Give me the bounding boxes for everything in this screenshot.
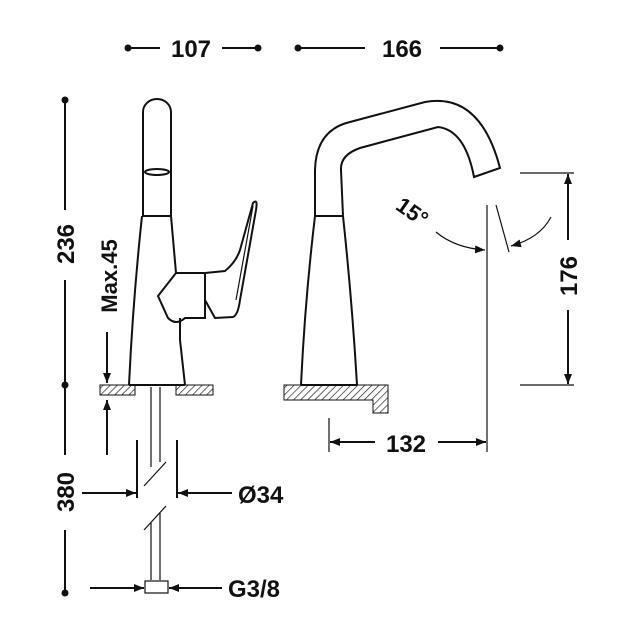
dimension-236: 236: [53, 96, 80, 389]
faucet-side-view: [283, 99, 502, 414]
dimension-132-label: 132: [386, 431, 426, 458]
dimension-380: 380: [53, 385, 80, 597]
dimension-diameter-34-label: Ø34: [238, 482, 284, 509]
dimension-380-label: 380: [53, 472, 80, 512]
dimension-g38-label: G3/8: [228, 576, 280, 603]
dimension-g38: G3/8: [90, 576, 280, 603]
dimension-max45-label: Max.45: [97, 239, 122, 312]
dimension-swivel-angle: 15°: [392, 192, 552, 452]
dimension-176: 176: [520, 172, 583, 386]
dimension-166-label: 166: [382, 36, 422, 63]
dimension-132: 132: [328, 418, 486, 458]
faucet-front-view: [99, 98, 258, 594]
dimension-107: 107: [124, 36, 262, 63]
dimension-236-label: 236: [53, 224, 80, 264]
dimension-176-label: 176: [556, 256, 583, 296]
dimension-swivel-angle-label: 15°: [392, 192, 434, 232]
dimension-166: 166: [294, 36, 504, 63]
dimension-max45: Max.45: [97, 239, 122, 455]
dimension-107-label: 107: [171, 36, 211, 63]
dimension-diameter-34: Ø34: [82, 440, 284, 509]
